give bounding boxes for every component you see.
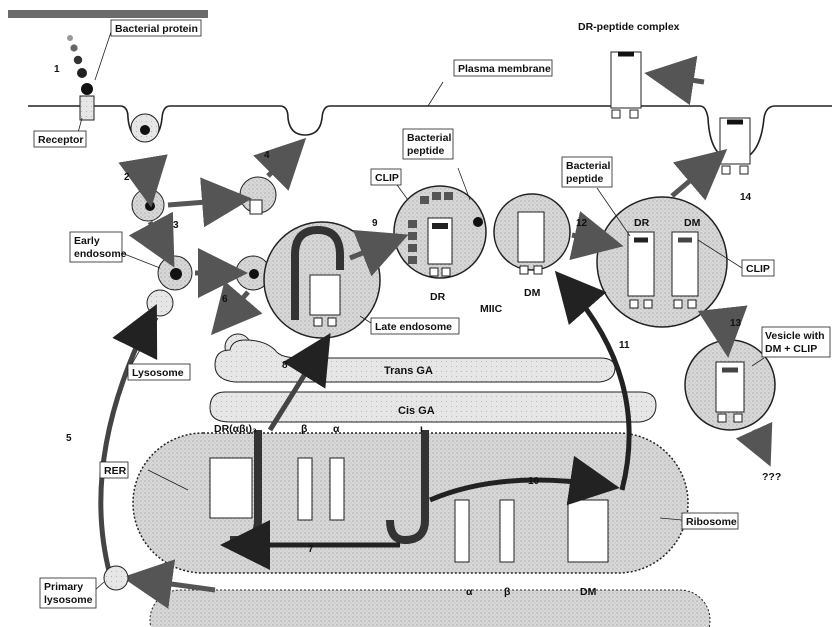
primary-lysosome-circle bbox=[104, 566, 128, 590]
label-dr-right: DR bbox=[634, 217, 650, 229]
label-beta-top: β bbox=[301, 423, 308, 435]
svg-text:Receptor: Receptor bbox=[38, 134, 84, 146]
label-dm-right: DM bbox=[684, 217, 701, 229]
label-cis-ga: Cis GA bbox=[398, 405, 435, 417]
label-lysosome: Lysosome bbox=[128, 364, 190, 380]
label-bacterial-peptide-1: Bacterial peptide bbox=[403, 129, 453, 159]
label-early-endosome: Early endosome bbox=[70, 232, 127, 262]
label-beta-bottom: β bbox=[504, 586, 511, 598]
svg-text:lysosome: lysosome bbox=[44, 594, 93, 606]
step-number: 11 bbox=[619, 340, 630, 351]
label-receptor: Receptor bbox=[34, 131, 86, 147]
svg-text:Lysosome: Lysosome bbox=[132, 367, 184, 379]
label-dr-peptide-complex: DR-peptide complex bbox=[578, 21, 680, 33]
svg-text:RER: RER bbox=[104, 465, 127, 477]
label-alpha-bottom: α bbox=[466, 586, 473, 598]
step-number: 3 bbox=[173, 220, 179, 231]
svg-text:Ribosome: Ribosome bbox=[686, 516, 737, 528]
step-number: 7 bbox=[308, 544, 314, 555]
svg-text:Early: Early bbox=[74, 235, 100, 247]
svg-text:Bacterial: Bacterial bbox=[407, 132, 451, 144]
label-dr-alpha-beta-iota: DR(αβι)₃ bbox=[214, 423, 257, 435]
label-clip-right: CLIP bbox=[742, 260, 774, 276]
svg-text:DM + CLIP: DM + CLIP bbox=[765, 343, 817, 355]
bacterial-protein-chain bbox=[67, 35, 93, 95]
label-bacterial-peptide-2: Bacterial peptide bbox=[562, 157, 612, 187]
step-number: 12 bbox=[576, 218, 588, 229]
svg-text:Plasma membrane: Plasma membrane bbox=[458, 63, 551, 75]
label-late-endosome: Late endosome bbox=[371, 318, 459, 334]
label-rer: RER bbox=[100, 462, 128, 478]
step-number: 8 bbox=[282, 360, 288, 371]
lysosome-circle bbox=[147, 290, 173, 316]
svg-text:CLIP: CLIP bbox=[375, 172, 399, 184]
step-number: 1 bbox=[54, 64, 60, 75]
label-plasma-membrane: Plasma membrane bbox=[454, 60, 552, 76]
svg-text:CLIP: CLIP bbox=[746, 263, 770, 275]
step-number: 6 bbox=[222, 294, 228, 305]
label-alpha-top: α bbox=[333, 423, 340, 435]
label-bacterial-protein: Bacterial protein bbox=[111, 20, 201, 36]
dr-peptide-complex-shape bbox=[611, 52, 641, 108]
label-primary-lysosome: Primary lysosome bbox=[40, 578, 96, 608]
svg-text:Primary: Primary bbox=[44, 581, 83, 593]
label-dm-bottom: DM bbox=[580, 586, 597, 598]
svg-text:peptide: peptide bbox=[407, 145, 444, 157]
step-number: 14 bbox=[740, 192, 752, 203]
label-vesicle-dm-clip: Vesicle with DM + CLIP bbox=[762, 327, 830, 357]
label-unknown-fate: ??? bbox=[762, 471, 781, 483]
svg-text:Late endosome: Late endosome bbox=[375, 321, 452, 333]
label-dm-left: DM bbox=[524, 287, 541, 299]
label-ribosome: Ribosome bbox=[682, 513, 738, 529]
step-number: 13 bbox=[730, 318, 742, 329]
svg-text:peptide: peptide bbox=[566, 173, 603, 185]
step-number: 5 bbox=[66, 433, 72, 444]
step-number: 4 bbox=[264, 150, 270, 161]
label-miic: MIIC bbox=[480, 303, 503, 315]
label-trans-ga: Trans GA bbox=[384, 365, 433, 377]
step-number: 9 bbox=[372, 218, 378, 229]
label-iota: ι bbox=[420, 423, 423, 435]
receptor-shape bbox=[80, 96, 94, 120]
label-clip-left: CLIP bbox=[371, 169, 401, 185]
surface-dr-complex bbox=[720, 118, 750, 164]
svg-text:Bacterial protein: Bacterial protein bbox=[115, 23, 198, 35]
step-number: 2 bbox=[124, 172, 130, 183]
step-number: 10 bbox=[528, 476, 540, 487]
svg-text:endosome: endosome bbox=[74, 248, 127, 260]
label-dr-left: DR bbox=[430, 291, 446, 303]
rough-er-lower bbox=[150, 590, 710, 627]
header-bar bbox=[8, 10, 208, 18]
svg-text:Bacterial: Bacterial bbox=[566, 160, 610, 172]
svg-text:Vesicle with: Vesicle with bbox=[765, 330, 825, 342]
